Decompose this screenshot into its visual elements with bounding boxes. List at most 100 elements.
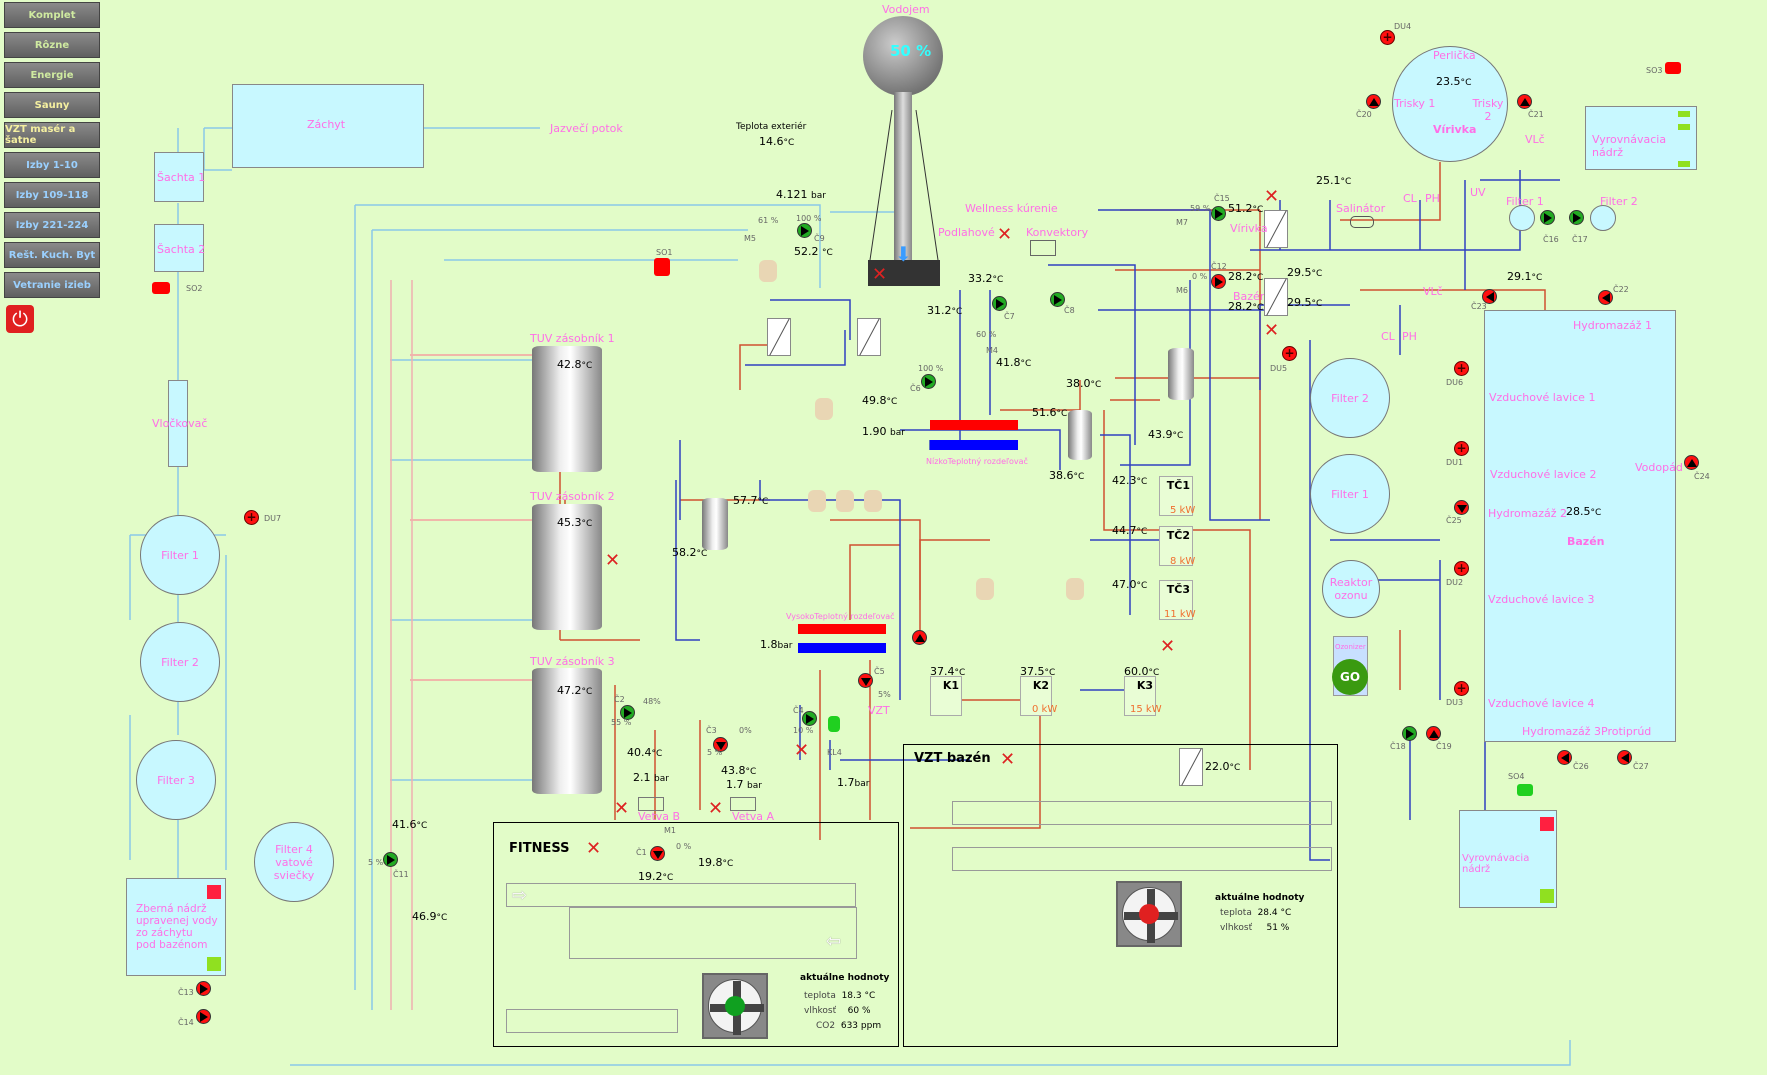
pump-c14[interactable] (196, 1009, 211, 1024)
zberna-alarm-high (207, 885, 221, 899)
sachta2-tank[interactable] (154, 224, 204, 272)
pump-c2[interactable] (620, 705, 635, 720)
fitness-service-icon[interactable]: ✕ (586, 838, 602, 859)
so2-actuator[interactable] (152, 282, 170, 294)
heat-pump-tc2[interactable]: TČ2 (1159, 526, 1193, 566)
pump-c6[interactable] (921, 374, 936, 389)
pump-c21[interactable] (1517, 94, 1532, 109)
bazen-vyrov-nadrz[interactable]: Vyrovnávacia nádrž (1459, 810, 1557, 908)
protiprud-label: Protiprúd (1601, 725, 1652, 738)
du7-valve[interactable]: + (244, 510, 259, 525)
virivka-filter1[interactable] (1509, 205, 1535, 231)
du1-valve[interactable]: + (1454, 441, 1469, 456)
bazen-pool[interactable]: Hydromazáž 1 Vzduchové lavice 1 Vzduchov… (1484, 310, 1683, 742)
bazen-filter1[interactable]: Filter 1 (1310, 454, 1390, 534)
pump-c1[interactable] (650, 846, 665, 861)
virivka-vyrov-label: Vyrovnávacia nádrž (1592, 133, 1667, 159)
du2-valve[interactable]: + (1454, 561, 1469, 576)
pump-c15[interactable] (1211, 206, 1226, 221)
du5-valve[interactable]: + (1282, 346, 1297, 361)
boiler-k1[interactable]: K1 (930, 676, 962, 716)
nav-energie[interactable]: Energie (4, 62, 100, 88)
nav-rest-kuch-byt[interactable]: Rešt. Kuch. Byt (4, 242, 100, 268)
nav-izby-109-118[interactable]: Izby 109-118 (4, 182, 100, 208)
bazen-filter2[interactable]: Filter 2 (1310, 358, 1390, 438)
vzt-bazen-fan[interactable] (1116, 881, 1182, 947)
pump-k1[interactable] (912, 630, 927, 645)
so1-actuator[interactable] (654, 258, 670, 276)
tuv2-tank[interactable] (532, 504, 602, 630)
tuv2-service-icon[interactable]: ✕ (605, 550, 621, 571)
pump-c25[interactable] (1454, 500, 1469, 515)
nav-vetranie-izieb[interactable]: Vetranie izieb (4, 272, 100, 298)
tuv3-tank[interactable] (532, 668, 602, 794)
pump-c11[interactable] (383, 852, 398, 867)
virivka-service-icon[interactable]: ✕ (1264, 186, 1280, 207)
nav-komplet[interactable]: Komplet (4, 2, 100, 28)
hydro1-label: Hydromazáž 1 (1573, 319, 1653, 332)
virivka-vyrov-nadrz[interactable]: Vyrovnávacia nádrž (1585, 106, 1697, 170)
vzt-bazen-service-icon[interactable]: ✕ (1000, 749, 1016, 770)
du3-valve[interactable]: + (1454, 681, 1469, 696)
pump-c27[interactable] (1617, 750, 1632, 765)
sachta1-tank[interactable] (154, 152, 204, 202)
virivka-filter2[interactable] (1590, 205, 1616, 231)
kl4-valve[interactable] (828, 716, 840, 732)
vetva-a-service-icon[interactable]: ✕ (708, 798, 724, 819)
tc-service-icon[interactable]: ✕ (1160, 636, 1176, 657)
wellness-service-icon[interactable]: ✕ (997, 224, 1013, 245)
left-filter1[interactable]: Filter 1 (140, 515, 220, 595)
vodojem-tank[interactable] (863, 16, 943, 96)
nav-izby-221-224[interactable]: Izby 221-224 (4, 212, 100, 238)
vodojem-service-icon[interactable]: ✕ (872, 264, 888, 285)
vodojem-label: Vodojem (882, 3, 930, 16)
pump-c3[interactable] (713, 737, 728, 752)
tuv1-tank[interactable] (532, 346, 602, 472)
pump-c13[interactable] (196, 981, 211, 996)
vetva-b-service-icon[interactable]: ✕ (614, 798, 630, 819)
pump-c4[interactable] (802, 711, 817, 726)
fitness-fan[interactable] (702, 973, 768, 1039)
pump-c22[interactable] (1598, 290, 1613, 305)
du6-valve[interactable]: + (1454, 361, 1469, 376)
virivka-tank[interactable]: Perlička 23.5°C Trisky 1 Trisky 2 Vírivk… (1392, 46, 1508, 162)
pump-c9[interactable] (797, 223, 812, 238)
vlockovac-tank[interactable] (168, 380, 188, 467)
c23-label: Č23 (1471, 302, 1487, 311)
heat-pump-tc3[interactable]: TČ3 (1159, 580, 1193, 620)
pump-c16[interactable] (1540, 210, 1555, 225)
vodojem-base (868, 260, 940, 286)
power-button[interactable]: ⏻ (6, 305, 34, 333)
nav-sauny[interactable]: Sauny (4, 92, 100, 118)
pump-c8[interactable] (1050, 292, 1065, 307)
left-filter3[interactable]: Filter 3 (136, 740, 216, 820)
nav-vzt-maser[interactable]: VZT masér a šatne (4, 122, 100, 148)
pump-c24[interactable] (1684, 455, 1699, 470)
pump-c18[interactable] (1402, 726, 1417, 741)
left-filter2[interactable]: Filter 2 (140, 622, 220, 702)
so3-actuator[interactable] (1665, 62, 1681, 74)
pump-c23[interactable] (1482, 289, 1497, 304)
nav-izby-1-10[interactable]: Izby 1-10 (4, 152, 100, 178)
boiler-k2[interactable]: K2 (1020, 676, 1052, 716)
pump-c20[interactable] (1366, 94, 1381, 109)
boiler-k3[interactable]: K3 (1124, 676, 1156, 716)
pump-c17[interactable] (1569, 210, 1584, 225)
ozonizer-go-button[interactable]: GO (1332, 659, 1368, 695)
pump-c26[interactable] (1557, 750, 1572, 765)
nav-rozne[interactable]: Rôzne (4, 32, 100, 58)
pump-c5[interactable] (858, 673, 873, 688)
pump-c19[interactable] (1426, 726, 1441, 741)
pump-c12[interactable] (1211, 274, 1226, 289)
heat-pump-tc1[interactable]: TČ1 (1159, 476, 1193, 516)
temp-29-1: 29.1°C (1507, 270, 1543, 283)
pump-c7[interactable] (992, 296, 1007, 311)
so4-actuator[interactable] (1517, 784, 1533, 796)
bazen-service-icon[interactable]: ✕ (1264, 320, 1280, 341)
du4-valve[interactable]: + (1380, 30, 1395, 45)
zachyt-tank[interactable] (232, 84, 424, 168)
kl4-service-icon[interactable]: ✕ (794, 740, 810, 761)
